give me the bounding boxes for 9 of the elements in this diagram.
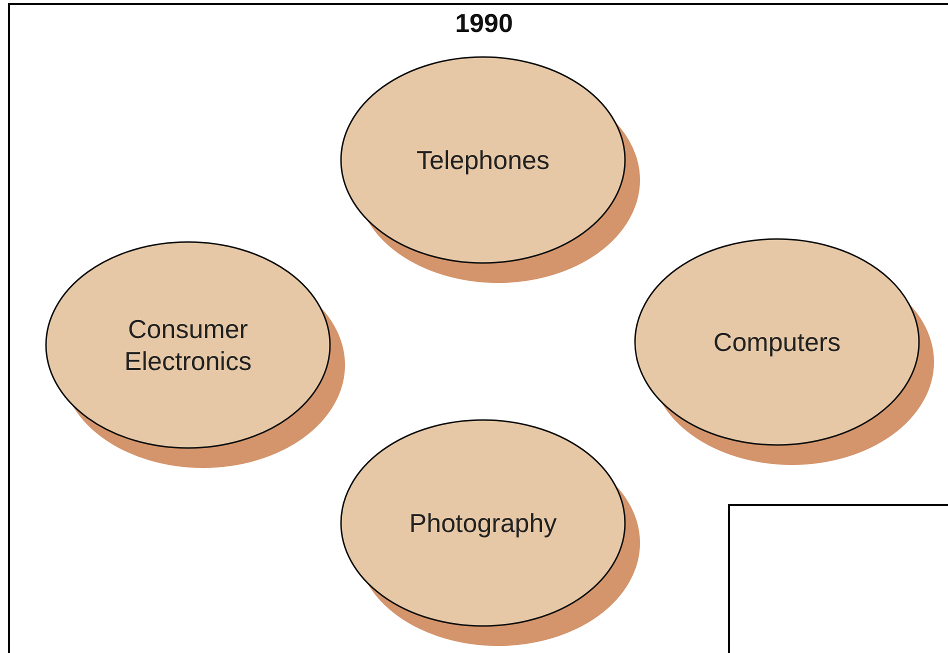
node-label: Consumer Electronics — [123, 312, 253, 378]
ellipse-node — [45, 241, 347, 469]
node-label: Photography — [409, 506, 557, 540]
ellipse-node — [340, 419, 642, 647]
title: 1990 — [454, 8, 514, 39]
ellipse-node — [634, 238, 936, 466]
node-label: Telephones — [416, 144, 550, 176]
ellipse-node — [340, 56, 642, 284]
node-label: Computers — [713, 326, 841, 358]
